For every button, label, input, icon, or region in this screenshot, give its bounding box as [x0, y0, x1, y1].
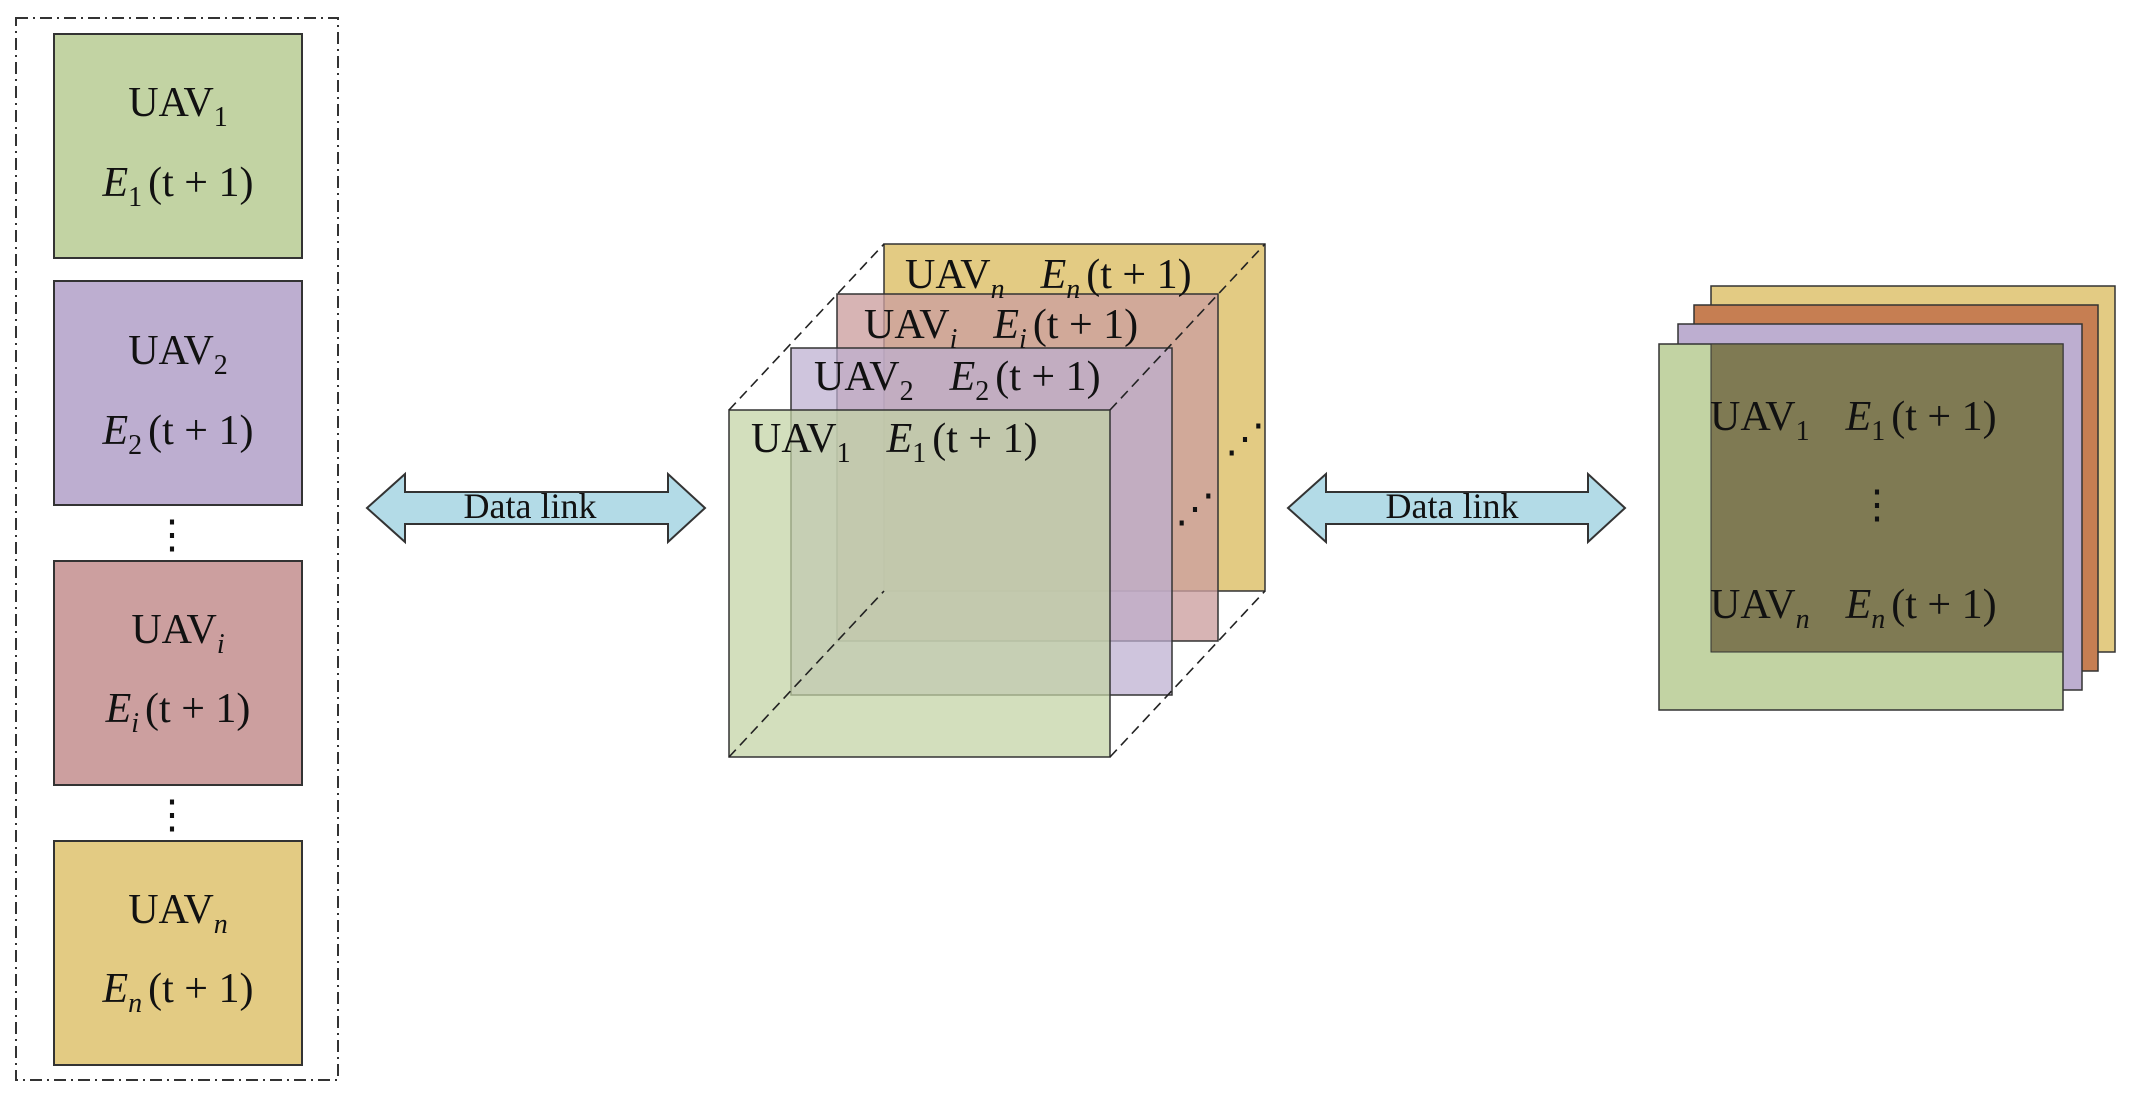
- uav-card-1-energy: E1(t + 1): [102, 160, 254, 213]
- uav-card-i: UAVi Ei(t + 1): [53, 560, 303, 786]
- uav-card-n-label: UAVn: [128, 887, 228, 940]
- uav-card-i-energy: Ei(t + 1): [105, 686, 251, 739]
- uav-card-i-label: UAVi: [131, 607, 224, 660]
- uav-card-n-energy: En(t + 1): [102, 966, 254, 1019]
- left-uav-panel: UAV1 E1(t + 1) UAV2 E2(t + 1) ⋮ UAVi Ei(…: [15, 17, 339, 1081]
- uav-card-1-box: [53, 33, 303, 259]
- uav-card-2-box: [53, 280, 303, 506]
- uav-card-n-box: [53, 840, 303, 1066]
- stack-diagonal-ellipsis-1: ⋰: [1225, 416, 1265, 461]
- fused-overlap: [1710, 343, 2064, 653]
- uav-card-i-box: [53, 560, 303, 786]
- stack-diagonal-ellipsis-2: ⋰: [1175, 486, 1215, 531]
- right-data-link-arrow: [1286, 471, 1627, 545]
- right-data-link: Data link: [1286, 471, 1627, 545]
- uav-card-2: UAV2 E2(t + 1): [53, 280, 303, 506]
- left-data-link: Data link: [365, 471, 707, 545]
- layer-1: [728, 409, 1111, 758]
- left-ellipsis-1: ⋮: [152, 512, 192, 557]
- uav-card-1-label: UAV1: [128, 80, 228, 133]
- uav-card-2-label: UAV2: [128, 328, 228, 381]
- uav-card-n: UAVn En(t + 1): [53, 840, 303, 1066]
- cube-dashed-edges: [728, 243, 1266, 758]
- left-data-link-arrow: [365, 471, 707, 545]
- left-data-link-label: Data link: [464, 486, 597, 526]
- left-ellipsis-2: ⋮: [152, 792, 192, 837]
- panel-dashed-border: [15, 17, 339, 1081]
- fused-ellipsis: ⋮: [1857, 482, 1897, 527]
- uav-card-2-energy: E2(t + 1): [102, 408, 254, 461]
- right-data-link-label: Data link: [1386, 486, 1519, 526]
- uav-card-1: UAV1 E1(t + 1): [53, 33, 303, 259]
